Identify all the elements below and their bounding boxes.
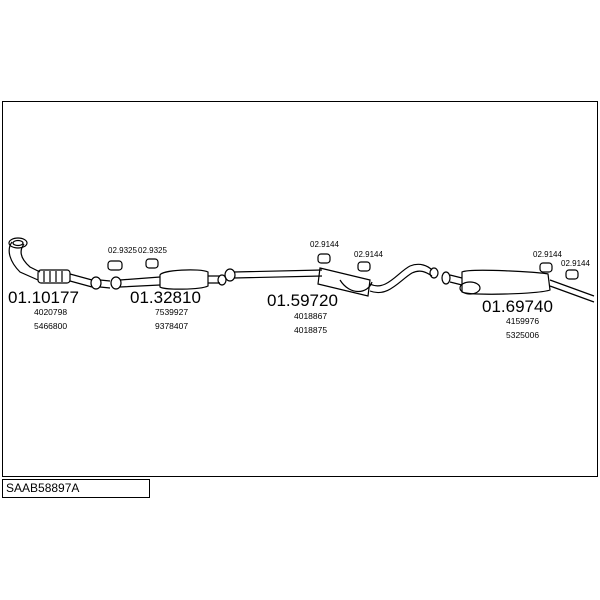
front-pipe-section	[8, 237, 111, 290]
oem-number: 4020798	[34, 307, 68, 317]
hardware-part-number: 02.9144	[561, 259, 590, 268]
oem-number: 7539927	[155, 307, 189, 317]
rear-muffler-section	[441, 269, 595, 303]
oem-number: 4018875	[294, 325, 328, 335]
hardware-part-number: 02.9325	[138, 246, 167, 255]
oem-number: 9378407	[155, 321, 189, 331]
oem-number: 5325006	[506, 330, 540, 340]
section-part-number: 01.10177	[8, 288, 79, 307]
center-pipe-section	[224, 263, 439, 297]
diagram-frame	[2, 101, 598, 477]
hardware-part-number: 02.9144	[310, 240, 339, 249]
hanger-mounts	[107, 253, 579, 280]
section-part-number: 01.32810	[130, 288, 201, 307]
oem-number: 4159976	[506, 316, 540, 326]
hardware-part-number: 02.9144	[533, 250, 562, 259]
hardware-part-number: 02.9144	[354, 250, 383, 259]
oem-number: 4018867	[294, 311, 328, 321]
section-part-number: 01.59720	[267, 291, 338, 310]
diagram-code-label: SAAB58897A	[2, 479, 150, 498]
intermediate-pipe-section	[110, 269, 227, 290]
section-part-number: 01.69740	[482, 297, 553, 316]
oem-number: 5466800	[34, 321, 68, 331]
hardware-part-number: 02.9325	[108, 246, 137, 255]
